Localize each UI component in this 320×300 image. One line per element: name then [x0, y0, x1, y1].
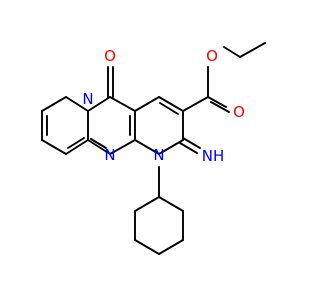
bond [109, 139, 136, 155]
atom-label-pyrido-nitrogen: N [82, 90, 93, 108]
atom-label-ring-nitrogen-lower: N [104, 146, 115, 164]
atom-label-layer: O N N N NH O O [82, 47, 245, 165]
molecule-structure: O N N N NH O O [41, 42, 266, 255]
atom-label-imine-group: NH [202, 147, 225, 165]
bond [41, 96, 67, 112]
bond-layer [41, 42, 266, 255]
bond [67, 137, 85, 149]
bond [87, 96, 111, 112]
bond [159, 102, 179, 115]
bond [65, 96, 89, 112]
bond [90, 138, 107, 149]
bond [223, 46, 241, 58]
bond [134, 96, 160, 112]
atom-label-carbonyl-oxygen: O [104, 47, 116, 65]
molecule-canvas: O N N N NH O O [41, 42, 266, 255]
atom-label-ring-nitrogen-amine: N [153, 146, 164, 164]
bond [87, 139, 111, 155]
bond [158, 139, 184, 155]
bond [239, 42, 266, 58]
bond [207, 96, 227, 108]
bond [134, 239, 160, 255]
bond [41, 139, 67, 155]
bond [134, 139, 160, 155]
bond [134, 196, 160, 212]
bond [158, 196, 184, 212]
bond [179, 142, 198, 154]
atom-label-ester-oxygen-double: O [233, 103, 245, 121]
bond [65, 139, 89, 155]
bond [158, 96, 184, 112]
bond [158, 239, 184, 255]
bond [210, 101, 230, 113]
bond [109, 96, 136, 112]
atom-label-ester-oxygen-single: O [206, 47, 218, 65]
bond [182, 96, 209, 112]
bond [182, 137, 201, 149]
